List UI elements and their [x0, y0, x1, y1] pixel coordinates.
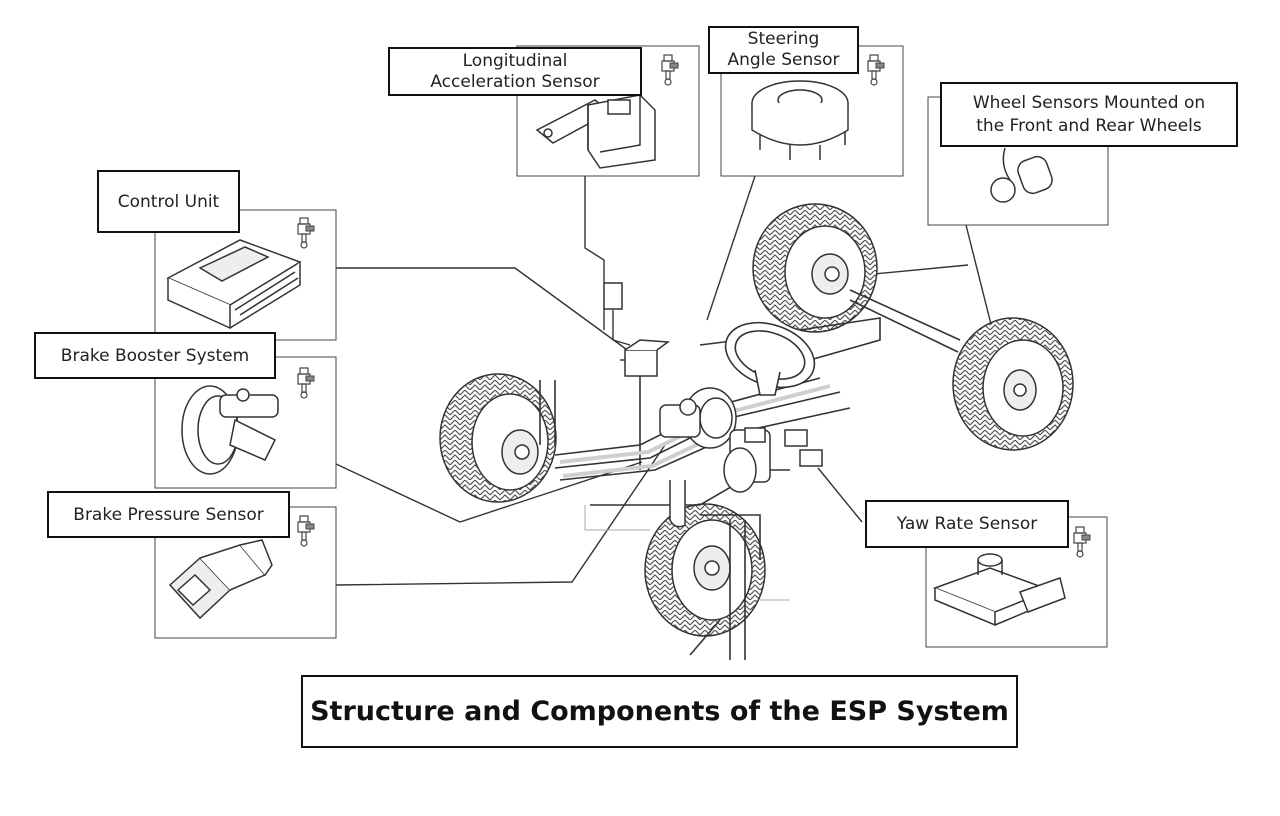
rear-right-wheel — [952, 317, 1074, 451]
label-control-unit: Control Unit — [97, 170, 240, 233]
label-text: Brake Pressure Sensor — [73, 504, 264, 525]
label-longitudinal-acceleration-sensor: Longitudinal Acceleration Sensor — [388, 47, 642, 96]
label-yaw-rate-sensor: Yaw Rate Sensor — [865, 500, 1069, 548]
frame-outline — [584, 505, 790, 601]
wheel-sensor-illustration — [990, 147, 1053, 203]
label-line: Acceleration Sensor — [430, 71, 600, 92]
steering-sensor-illustration — [751, 80, 849, 160]
label-line: Wheel Sensors Mounted on — [972, 92, 1206, 113]
longitudinal-sensor-module — [603, 282, 623, 310]
brake-booster-illustration — [181, 385, 279, 475]
brake-pressure-illustration — [168, 539, 273, 620]
label-line: the Front and Rear Wheels — [976, 115, 1202, 136]
front-left-wheel — [439, 373, 557, 503]
label-text: Yaw Rate Sensor — [896, 514, 1038, 534]
label-text: Brake Booster System — [60, 345, 250, 366]
label-wheel-sensors: Wheel Sensors Mounted on the Front and R… — [940, 82, 1238, 147]
label-text: Control Unit — [117, 191, 220, 212]
steering-wheel — [724, 321, 816, 396]
front-right-wheel — [644, 503, 766, 637]
label-line: Angle Sensor — [727, 50, 840, 70]
label-brake-booster-system: Brake Booster System — [34, 332, 276, 379]
figure-caption: Structure and Components of the ESP Syst… — [301, 675, 1018, 748]
control-unit-module — [624, 339, 671, 377]
label-brake-pressure-sensor: Brake Pressure Sensor — [47, 491, 290, 538]
label-steering-angle-sensor: Steering Angle Sensor — [708, 26, 859, 74]
yaw-sensor-module — [744, 427, 823, 467]
rear-left-wheel — [752, 203, 878, 333]
label-line: Steering — [747, 29, 820, 49]
label-line: Longitudinal — [462, 50, 568, 71]
longitudinal-sensor-illustration — [535, 94, 656, 169]
yaw-rate-illustration — [932, 553, 1066, 627]
control-unit-illustration — [166, 239, 302, 330]
